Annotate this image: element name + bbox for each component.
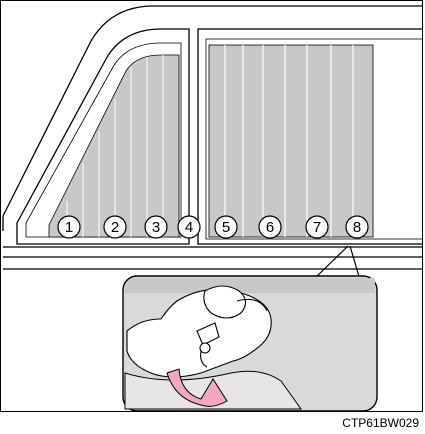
shade-panel-rear	[209, 45, 373, 237]
window-shade-diagram: 1 2 3 4 5 6 7 8	[1, 1, 423, 412]
callout-6-label: 6	[266, 219, 274, 236]
callout-8-label: 8	[353, 219, 361, 236]
diagram-frame: 1 2 3 4 5 6 7 8	[0, 0, 423, 412]
callout-2-label: 2	[111, 219, 119, 236]
rear-window-shade	[209, 45, 373, 237]
callout-3: 3	[145, 216, 167, 238]
callout-7: 7	[306, 216, 328, 238]
callout-3-label: 3	[152, 219, 160, 236]
callout-1: 1	[58, 216, 80, 238]
callout-2: 2	[104, 216, 126, 238]
detail-inset	[123, 276, 377, 411]
callout-6: 6	[259, 216, 281, 238]
callout-5-label: 5	[222, 219, 230, 236]
callout-7-label: 7	[313, 219, 321, 236]
callout-8: 8	[346, 216, 368, 238]
callout-4-label: 4	[185, 219, 193, 236]
figure-code: CTP61BW029	[342, 416, 419, 430]
callout-5: 5	[215, 216, 237, 238]
callout-1-label: 1	[65, 219, 73, 236]
callout-4: 4	[178, 216, 200, 238]
